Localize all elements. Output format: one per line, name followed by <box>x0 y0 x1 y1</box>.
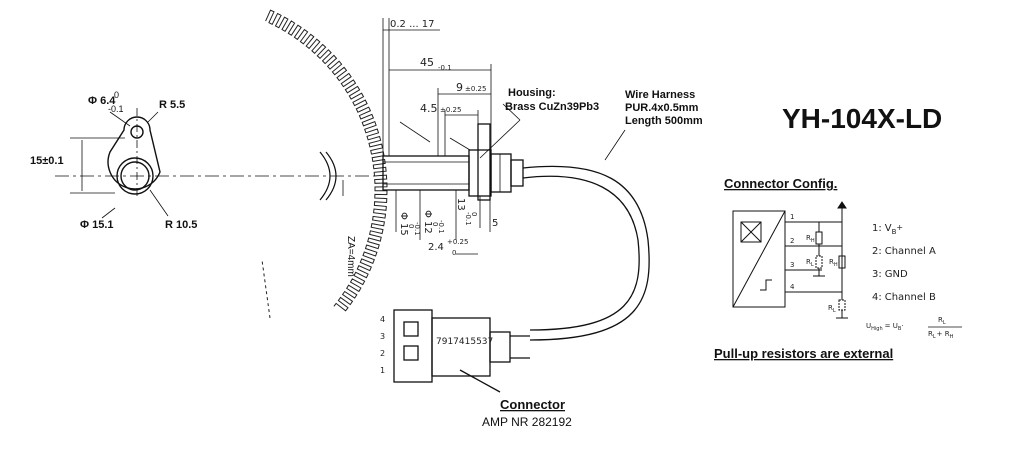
sensor-flange <box>468 149 492 197</box>
tooth-wheel <box>261 9 388 319</box>
d24-tol-up: +0.25 <box>447 238 468 246</box>
d13-label: 13 <box>455 198 466 211</box>
d5-label: 5 <box>492 218 498 229</box>
formula-numerator: RL <box>938 316 946 326</box>
hole-dia-label: Φ 6.4 <box>88 95 116 107</box>
housing-material: Brass CuZn39Pb3 <box>505 101 599 113</box>
dia12-label: Φ 12 <box>422 210 433 234</box>
sensor-body <box>382 123 524 201</box>
config-heading: Connector Config. <box>724 176 837 191</box>
rl2-label: RL <box>828 304 836 314</box>
hole-tol-upper: 0 <box>114 90 119 100</box>
housing-label: Housing: <box>508 87 556 99</box>
sensor-rear <box>490 153 512 193</box>
sensor-block <box>732 210 786 308</box>
legend-pin-1: 1:VB+ <box>872 223 903 236</box>
mount-flange-view <box>55 108 375 219</box>
flange-plate <box>477 123 491 201</box>
d13-tol-up: -0.1 <box>464 212 472 226</box>
dia15-label: Φ 15 <box>398 212 409 236</box>
d13-tol-dn: 0 <box>470 212 478 216</box>
connector-housing <box>431 317 491 377</box>
resistor-rh2 <box>838 255 846 269</box>
air-gap-label: ZA=4mm <box>345 236 356 277</box>
leader-r105 <box>149 189 169 217</box>
formula: UHigh= UB· RL RL+ RH <box>866 316 962 340</box>
cable-gland <box>510 159 524 187</box>
radius-large-label: R 10.5 <box>165 219 197 231</box>
gear-edge <box>261 259 271 319</box>
dia15-tol-dn: -0.1 <box>413 222 421 236</box>
sensor-symbol-box <box>740 221 762 243</box>
d9-label: 9 <box>456 81 463 94</box>
legend-pin-3: 3:GND <box>872 269 908 280</box>
d24-tol-dn: 0 <box>452 249 456 257</box>
top-dimensions <box>382 18 521 159</box>
sense-arc <box>319 151 337 201</box>
leader-hole <box>109 111 131 127</box>
connector-label: Connector <box>500 397 565 412</box>
connector-part: AMP NR 282192 <box>482 415 572 429</box>
dia12-tol-up: 0 <box>431 222 439 226</box>
legend-pin-4: 4:Channel B <box>872 292 936 303</box>
connector-pin-1: 1 <box>380 366 385 375</box>
gear-teeth <box>265 9 388 312</box>
connector-code: 7917415537 <box>436 337 493 347</box>
bottom-dimensions <box>395 190 491 255</box>
d45-label: 4.5 <box>420 102 438 115</box>
connector-pin-4: 4 <box>380 315 385 324</box>
leader-r55 <box>147 111 159 123</box>
length-label: 45 <box>420 56 434 69</box>
gap-label: 0.2 ... 17 <box>390 19 435 30</box>
cable <box>522 165 650 341</box>
hole-tol-lower: -0.1 <box>108 104 124 114</box>
legend-pin-2: 2:Channel A <box>872 246 936 257</box>
outer-dia-label: Φ 15.1 <box>80 219 114 231</box>
rh-label: RH <box>806 234 815 244</box>
harness-length: Length 500mm <box>625 115 703 127</box>
resistor-rh <box>815 231 823 245</box>
sensor-barrel <box>382 155 470 191</box>
connector-boot <box>489 331 511 363</box>
length-tol: -0.1 <box>438 64 452 72</box>
height-label: 15±0.1 <box>30 155 64 167</box>
harness-label: Wire Harness <box>625 89 695 101</box>
product-title: YH-104X-LD <box>782 103 942 134</box>
d24-label: 2.4 <box>428 242 444 253</box>
harness-spec: PUR.4x0.5mm <box>625 102 699 114</box>
pin-num-3: 3 <box>790 261 794 269</box>
resistor-rl <box>815 255 823 269</box>
leader-od <box>101 207 116 219</box>
pin-legend: 1:VB+ 2:Channel A 3:GND 4:Channel B <box>872 223 936 303</box>
connector-body <box>393 309 530 393</box>
d45-tol: ±0.25 <box>440 106 461 114</box>
radius-small-label: R 5.5 <box>159 99 185 111</box>
pin-num-4: 4 <box>790 283 795 291</box>
pullup-note: Pull-up resistors are external <box>714 346 893 361</box>
connector-slot-bottom <box>403 345 419 361</box>
pin-num-1: 1 <box>790 213 794 221</box>
dia12-tol-dn: -0.1 <box>437 220 445 234</box>
resistor-rl2 <box>838 299 846 311</box>
formula-left: UHigh= UB· <box>866 322 904 332</box>
connector-pin-2: 2 <box>380 349 385 358</box>
config-schematic <box>732 201 848 319</box>
connector-slot-top <box>403 321 419 337</box>
dia15-tol-up: 0 <box>407 224 415 228</box>
rh2-label: RH <box>829 258 838 268</box>
pin-num-2: 2 <box>790 237 794 245</box>
rl-label: RL <box>806 258 814 268</box>
d9-tol: ±0.25 <box>465 85 486 93</box>
connector-pin-3: 3 <box>380 332 385 341</box>
formula-denominator: RL+ RH <box>928 330 954 340</box>
